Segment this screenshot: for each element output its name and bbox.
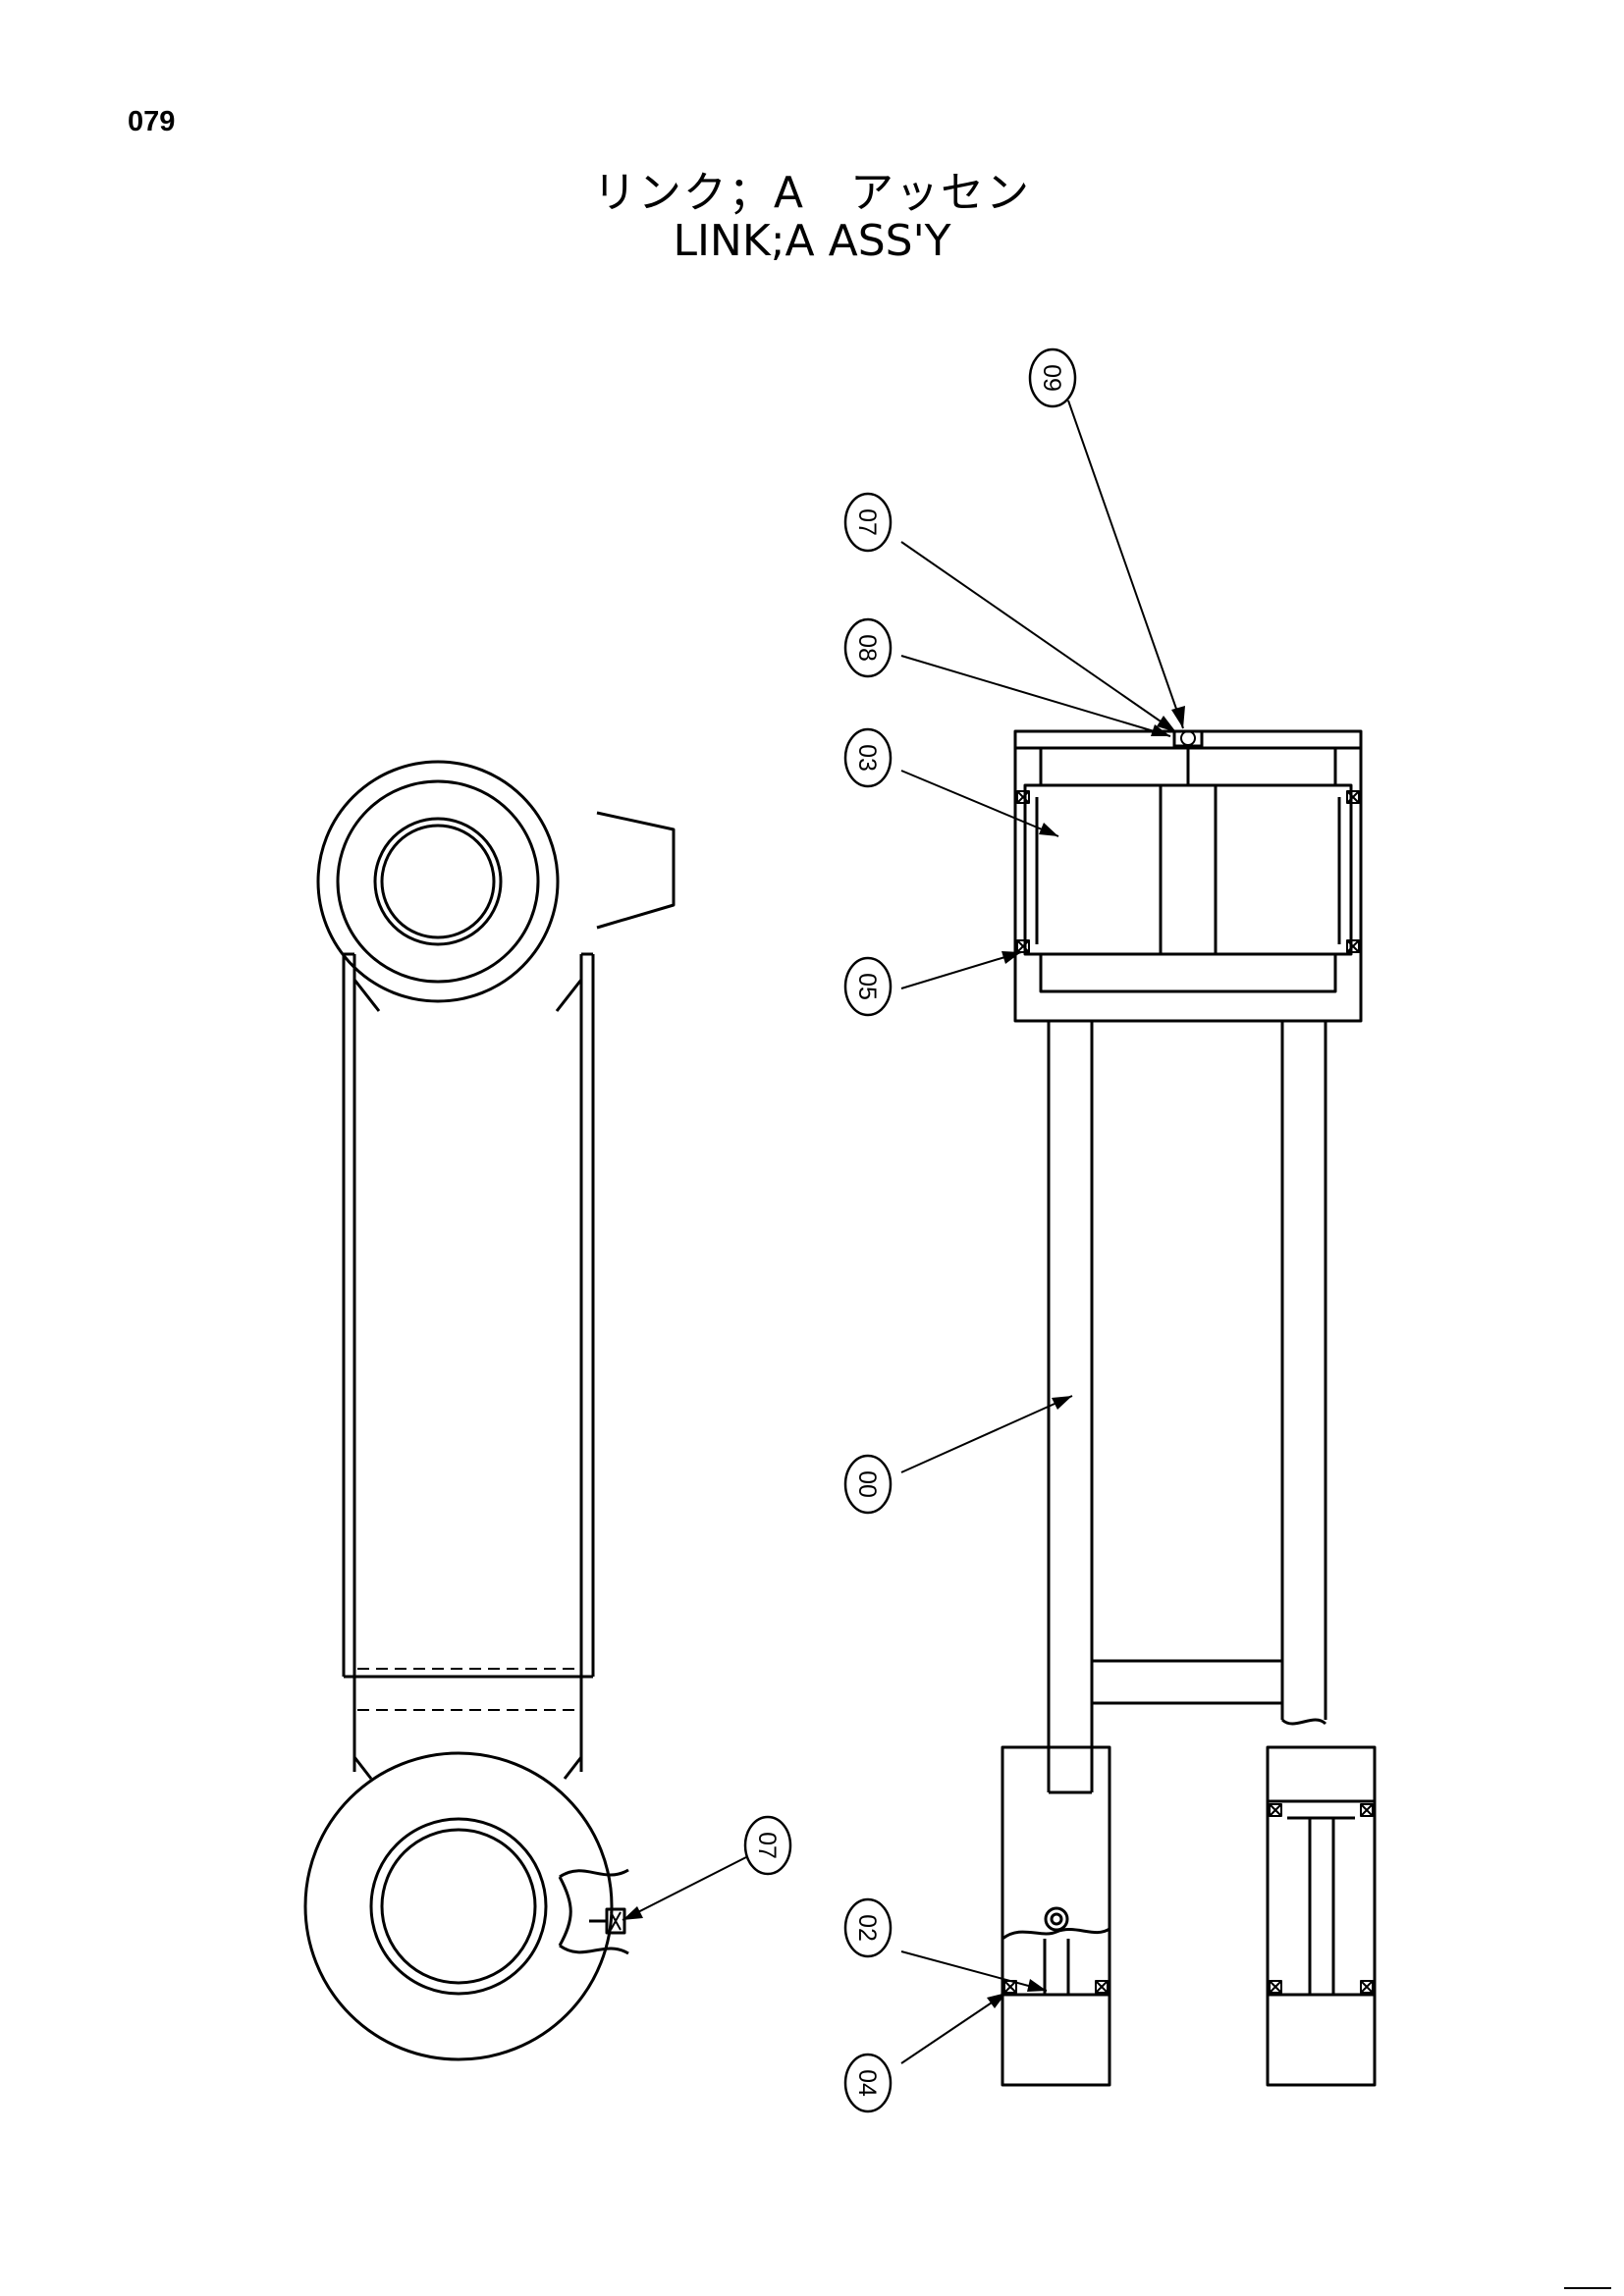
- arrowheads: [623, 706, 1185, 2008]
- title-japanese: リンク；A アッセン: [592, 168, 1032, 218]
- callouts: 09 07 08 03 05 00 07 02: [743, 347, 1077, 2113]
- link-side-view: [303, 760, 676, 2061]
- callout-00: 00: [843, 1454, 893, 1515]
- svg-text:08: 08: [853, 634, 881, 662]
- footer-rule: [1564, 2287, 1611, 2289]
- page-number: 079: [128, 106, 176, 137]
- callout-07-top: 07: [843, 492, 893, 553]
- callout-03: 03: [843, 727, 893, 788]
- svg-text:07: 07: [853, 508, 881, 536]
- title-english: LINK;A ASS'Y: [673, 216, 951, 266]
- svg-text:07: 07: [753, 1832, 781, 1859]
- svg-text:05: 05: [853, 973, 881, 1000]
- callout-02: 02: [843, 1897, 893, 1958]
- svg-text:09: 09: [1038, 364, 1065, 392]
- callout-08: 08: [843, 617, 893, 678]
- callout-09: 09: [1028, 347, 1077, 408]
- svg-text:04: 04: [853, 2069, 881, 2097]
- svg-text:02: 02: [853, 1914, 881, 1942]
- leader-lines: [622, 400, 1184, 2064]
- svg-text:00: 00: [853, 1470, 881, 1498]
- callout-05: 05: [843, 956, 893, 1017]
- svg-text:03: 03: [853, 744, 881, 772]
- callout-04: 04: [843, 2053, 893, 2113]
- link-front-view: [1001, 729, 1377, 2087]
- callout-07-left: 07: [743, 1815, 792, 1876]
